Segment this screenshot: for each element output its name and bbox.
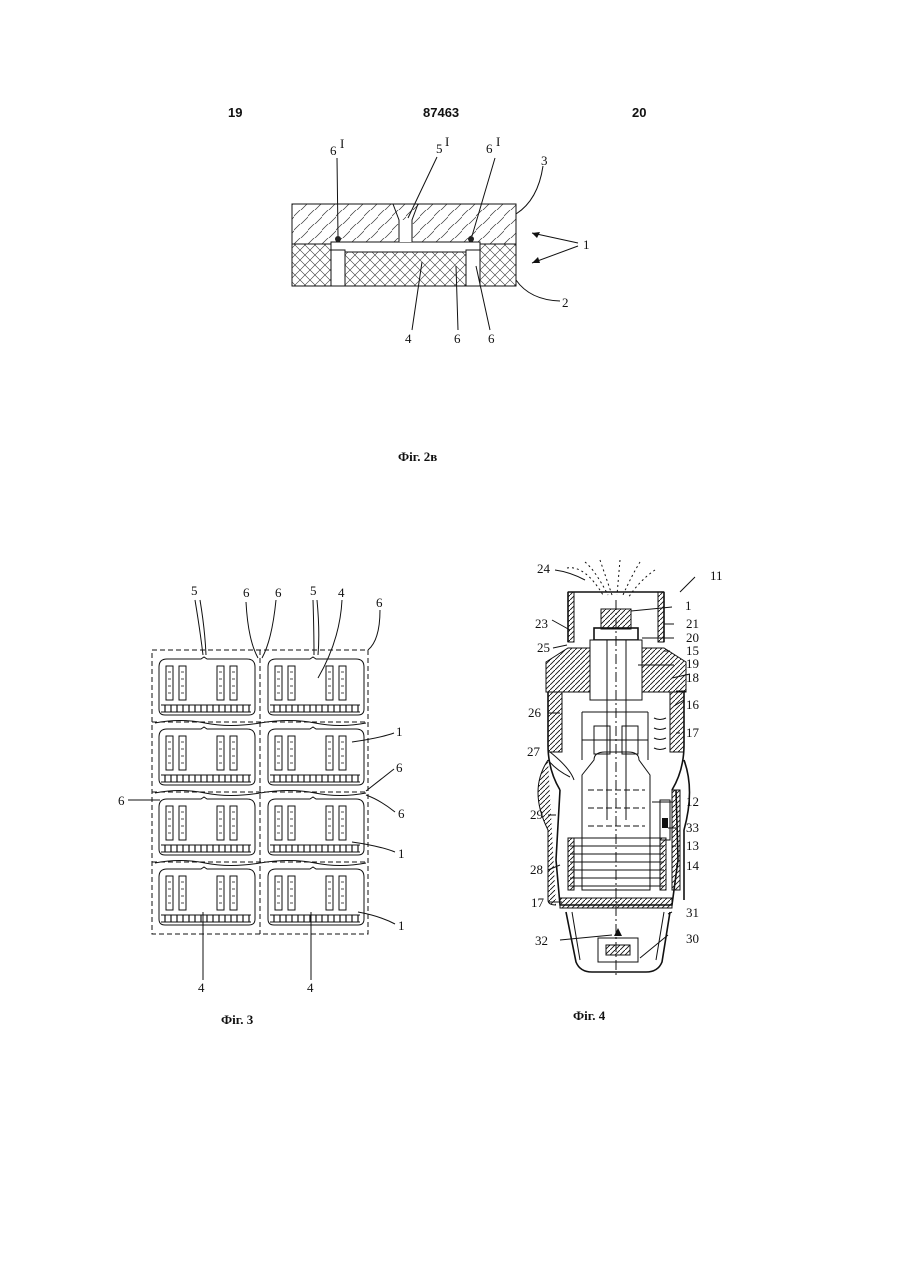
fig4-label-17-top: 17 (686, 725, 700, 740)
fig4-label-32: 32 (535, 933, 548, 948)
fig3-label-4-bottom-right: 4 (307, 980, 314, 995)
label-6-prime-right: 6 (486, 141, 493, 156)
fig3-label-1-bottom: 1 (398, 918, 405, 933)
fig3-label-6-right-top: 6 (376, 595, 383, 610)
fig4-label-31: 31 (686, 905, 699, 920)
figure-3-caption: Фіг. 3 (221, 1012, 253, 1028)
fig4-label-28: 28 (530, 862, 543, 877)
label-2: 2 (562, 295, 569, 310)
fig4-label-12: 12 (686, 794, 699, 809)
figure-4-caption: Фіг. 4 (573, 1008, 605, 1024)
figure-4-drawing: 24 11 1 23 21 20 25 15 19 18 26 16 17 27… (527, 560, 723, 975)
fig4-label-13: 13 (686, 838, 699, 853)
fig4-label-25: 25 (537, 640, 550, 655)
fig3-label-5a: 5 (191, 583, 198, 598)
fig4-label-14: 14 (686, 858, 700, 873)
fig4-label-24: 24 (537, 561, 551, 576)
label-6b: 6 (488, 331, 495, 346)
superscript-6-left: I (340, 136, 344, 151)
fig4-label-29: 29 (530, 807, 543, 822)
label-6-prime-left: 6 (330, 143, 337, 158)
fig4-label-30: 30 (686, 931, 699, 946)
fig3-label-4-bottom-left: 4 (198, 980, 205, 995)
fig4-label-26: 26 (528, 705, 542, 720)
fig3-label-6-right-mid: 6 (396, 760, 403, 775)
fig3-label-1-mid: 1 (398, 846, 405, 861)
fig3-label-6-right-low: 6 (398, 806, 405, 821)
fig4-label-17-bottom: 17 (531, 895, 545, 910)
fig3-label-6a: 6 (243, 585, 250, 600)
label-3: 3 (541, 153, 548, 168)
label-5-prime: 5 (436, 141, 443, 156)
fig3-label-5b: 5 (310, 583, 317, 598)
superscript-5: I (445, 134, 449, 149)
fig3-label-6b: 6 (275, 585, 282, 600)
label-1: 1 (583, 237, 590, 252)
figure-2v-drawing: 6 I 5 I 6 I 3 1 2 4 6 6 (292, 134, 590, 346)
figure-3-drawing: 5 6 6 5 4 6 1 6 6 6 1 1 4 4 (118, 583, 405, 995)
superscript-6-right: I (496, 134, 500, 149)
fig4-label-27: 27 (527, 744, 541, 759)
figure-2v-caption: Фіг. 2в (398, 449, 437, 465)
fig4-label-21: 21 (686, 616, 699, 631)
fig4-label-19: 19 (686, 656, 699, 671)
fig3-label-4a: 4 (338, 585, 345, 600)
fig4-label-23: 23 (535, 616, 548, 631)
fig4-label-11: 11 (710, 568, 723, 583)
fig4-label-1: 1 (685, 598, 692, 613)
fig3-label-6-left: 6 (118, 793, 125, 808)
fig4-label-18: 18 (686, 670, 699, 685)
fig4-label-33: 33 (686, 820, 699, 835)
label-6a: 6 (454, 331, 461, 346)
fig3-label-1-top: 1 (396, 724, 403, 739)
fig4-label-16: 16 (686, 697, 700, 712)
label-4: 4 (405, 331, 412, 346)
